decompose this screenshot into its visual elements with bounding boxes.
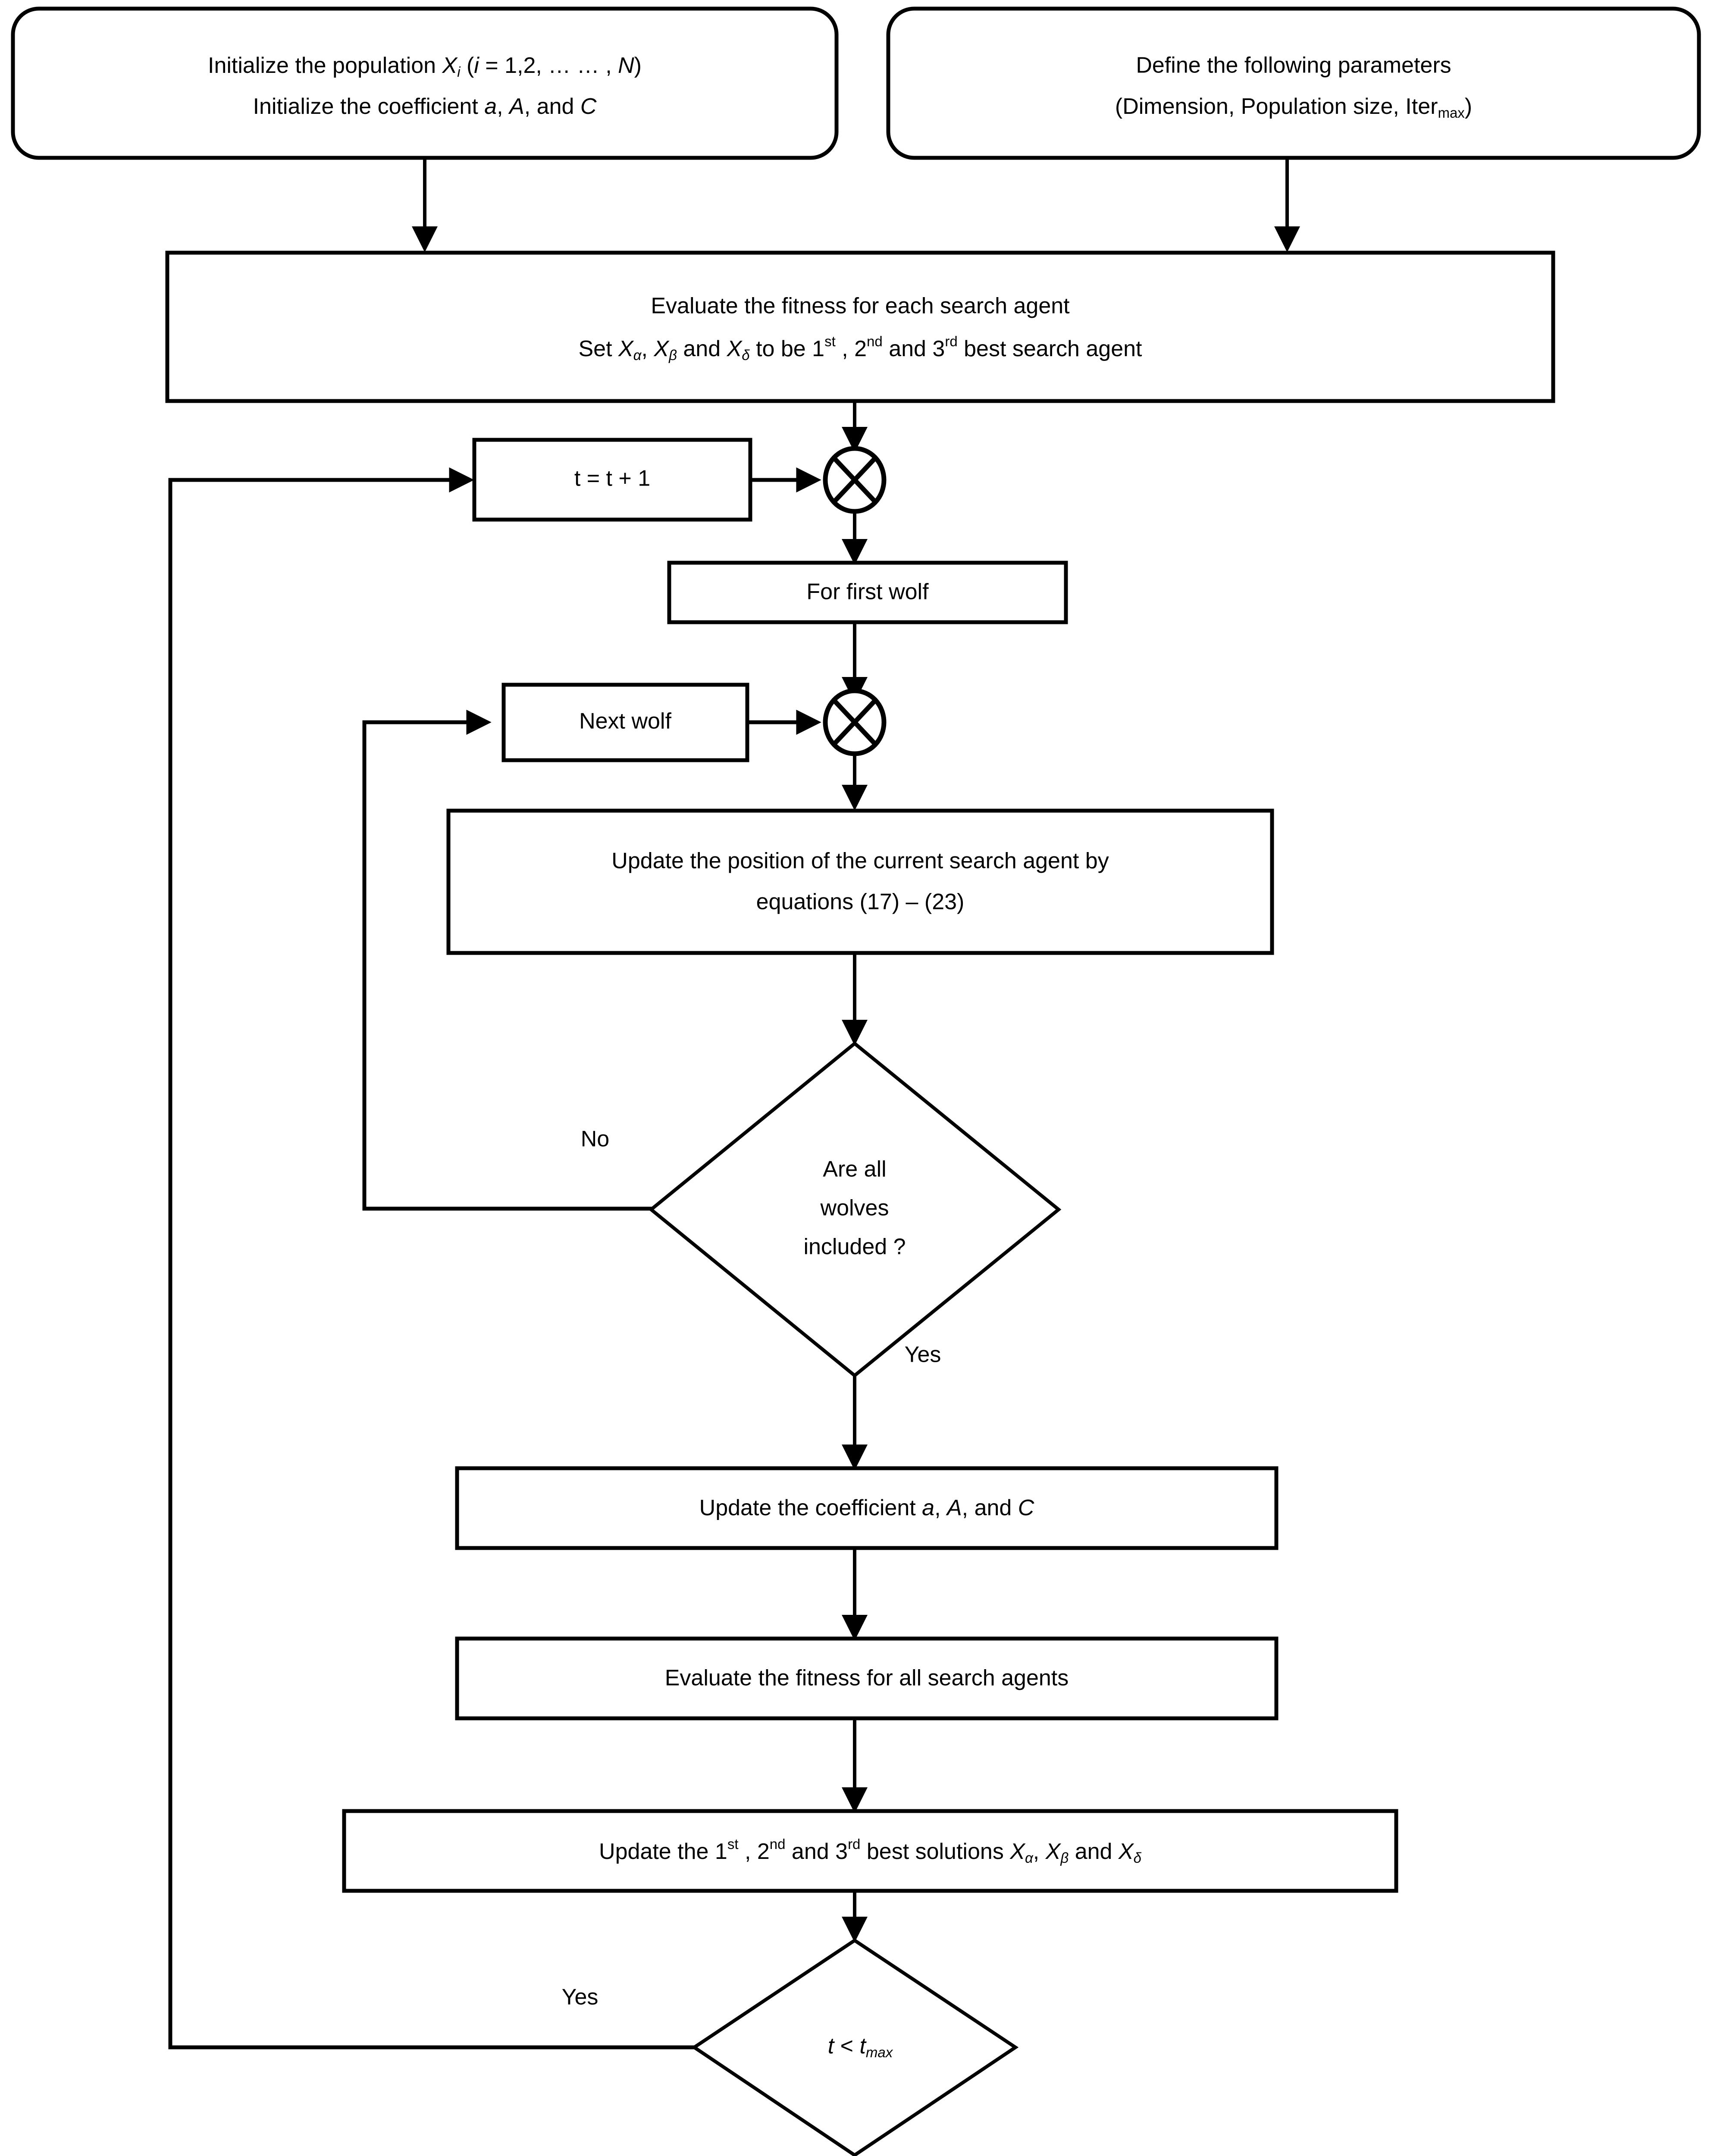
node-update-best-solutions[interactable]: Update the 1st , 2nd and 3rd best soluti… (342, 1809, 1398, 1893)
all-wolves-line1: Are all (823, 1157, 886, 1182)
evaluate-all-label: Evaluate the fitness for all search agen… (665, 1666, 1069, 1691)
node-t-increment[interactable]: t = t + 1 (472, 438, 752, 522)
all-wolves-line3: included ? (803, 1235, 906, 1260)
node-next-wolf[interactable]: Next wolf (501, 683, 749, 762)
node-define-parameters[interactable]: Define the following parameters (Dimensi… (886, 6, 1701, 160)
svg-text:Initialize the population Xi (: Initialize the population Xi (i = 1,2, …… (208, 53, 642, 80)
svg-text:Initialize the coefficient a,: Initialize the coefficient a, A, and C (253, 94, 597, 119)
edge-tmax-yes-feedback (168, 467, 695, 2049)
node-tmax-decision[interactable]: t < tmax (691, 1938, 1019, 2156)
edge-label-tmax-yes: Yes (562, 1985, 599, 2010)
svg-text:(Dimension, Population size, I: (Dimension, Population size, Itermax) (1115, 94, 1472, 121)
svg-text:t < tmax: t < tmax (828, 2034, 893, 2060)
update-position-line1: Update the position of the current searc… (611, 849, 1109, 874)
node-for-first-wolf[interactable]: For first wolf (667, 561, 1068, 624)
svg-text:Update the coefficient a, A, a: Update the coefficient a, A, and C (699, 1495, 1034, 1520)
t-increment-label: t = t + 1 (574, 466, 650, 491)
update-position-line2: equations (17) – (23) (756, 890, 965, 915)
edge-label-wolves-yes: Yes (905, 1342, 941, 1367)
define-parameters-line1: Define the following parameters (1136, 53, 1451, 78)
node-update-position[interactable]: Update the position of the current searc… (446, 808, 1274, 955)
for-first-wolf-label: For first wolf (806, 580, 929, 605)
junction-inner (823, 688, 887, 756)
junction-outer (823, 446, 887, 514)
next-wolf-label: Next wolf (579, 709, 671, 734)
all-wolves-line2: wolves (820, 1196, 889, 1221)
node-update-coefficient[interactable]: Update the coefficient a, A, and C (455, 1466, 1279, 1550)
edge-wolves-no-feedback (362, 709, 660, 1211)
node-evaluate-all[interactable]: Evaluate the fitness for all search agen… (455, 1636, 1279, 1720)
node-all-wolves-decision[interactable]: Are all wolves included ? (648, 1041, 1062, 1378)
svg-text:Update the 1st , 2nd and 3rd b: Update the 1st , 2nd and 3rd best soluti… (599, 1836, 1142, 1866)
node-evaluate-each-search-agent[interactable]: Evaluate the fitness for each search age… (165, 251, 1555, 403)
node-init-population[interactable]: Initialize the population Xi (i = 1,2, …… (11, 6, 839, 160)
evaluate-each-line1: Evaluate the fitness for each search age… (651, 294, 1070, 319)
svg-text:Set Xα, Xβ and Xδ to be 1st ,: Set Xα, Xβ and Xδ to be 1st , 2nd and 3r… (578, 333, 1142, 363)
edge-label-wolves-no: No (581, 1127, 609, 1152)
